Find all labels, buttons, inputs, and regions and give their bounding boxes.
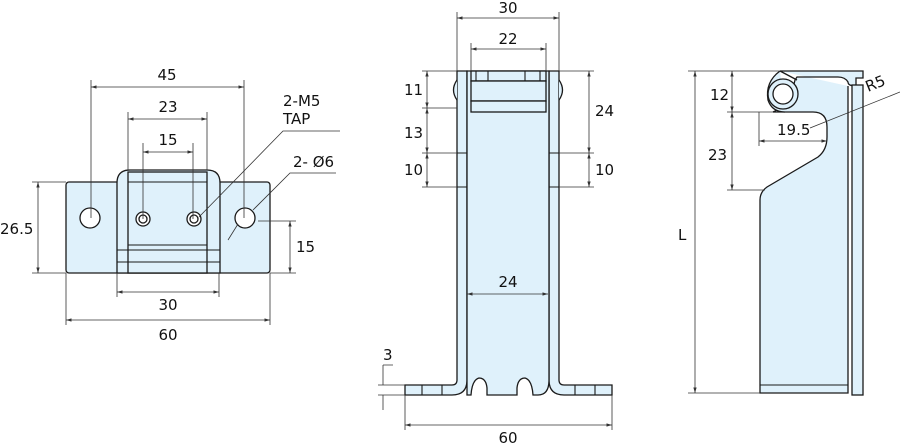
dim-hole-pitch: 45 bbox=[157, 66, 176, 84]
callout-tap-2: TAP bbox=[282, 110, 310, 128]
mount-hole-left bbox=[79, 207, 101, 229]
dim-height: 26.5 bbox=[0, 220, 33, 238]
profile-view: L 12 23 19.5 R5 bbox=[678, 70, 900, 396]
callout-hole: 2- Ø6 bbox=[293, 153, 334, 171]
dim-tap-pitch: 15 bbox=[158, 131, 177, 149]
dim-depth: 19.5 bbox=[777, 121, 810, 139]
dim-bump-width: 23 bbox=[158, 98, 177, 116]
dim-body-width: 24 bbox=[498, 273, 517, 291]
front-view: 45 23 15 26.5 15 30 60 2-M5 TAP 2- Ø6 bbox=[0, 66, 340, 344]
dim-mid: 13 bbox=[404, 124, 423, 142]
dim-hook: 12 bbox=[710, 86, 729, 104]
hinge-pin bbox=[772, 83, 794, 105]
dim-outer-width: 30 bbox=[498, 0, 517, 17]
dim-thickness: 3 bbox=[383, 346, 393, 364]
dim-slot-left: 10 bbox=[404, 161, 423, 179]
dim-right-top: 24 bbox=[595, 102, 614, 120]
dim-base-width: 30 bbox=[158, 296, 177, 314]
mount-hole-right bbox=[234, 207, 256, 229]
dim-total-width-side: 60 bbox=[498, 429, 517, 445]
side-view: 30 22 11 13 10 24 10 24 3 60 bbox=[378, 0, 614, 445]
dim-hole-height: 15 bbox=[296, 238, 315, 256]
dim-total-width: 60 bbox=[158, 326, 177, 344]
dim-radius: R5 bbox=[863, 72, 888, 96]
dim-top: 11 bbox=[404, 81, 423, 99]
dim-cut: 23 bbox=[708, 146, 727, 164]
callout-tap-1: 2-M5 bbox=[283, 92, 320, 110]
dim-inner-width: 22 bbox=[498, 30, 517, 48]
dim-slot-right: 10 bbox=[595, 161, 614, 179]
dim-length: L bbox=[678, 226, 687, 244]
